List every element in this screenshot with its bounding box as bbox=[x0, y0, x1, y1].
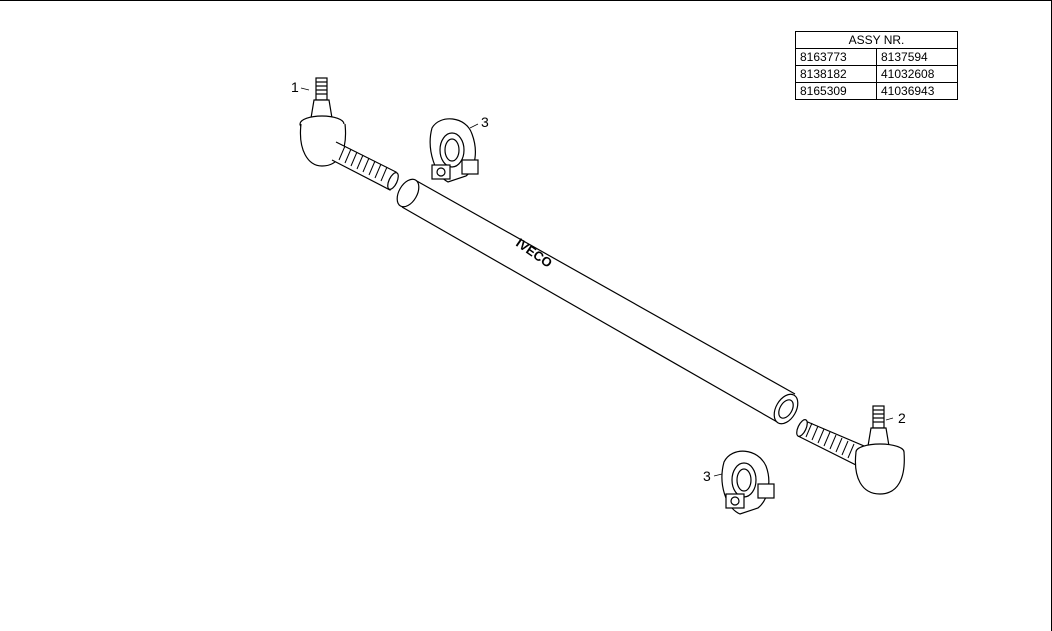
clamp-top bbox=[429, 118, 479, 183]
table-header: ASSY NR. bbox=[795, 31, 958, 49]
clamp-bottom bbox=[721, 450, 775, 515]
table-row: 8165309 41036943 bbox=[795, 82, 958, 100]
callout-part-1: 1 bbox=[291, 79, 299, 95]
table-cell: 41032608 bbox=[876, 65, 958, 83]
ball-joint-left bbox=[299, 77, 399, 191]
table-cell: 41036943 bbox=[876, 82, 958, 100]
table-row: 8163773 8137594 bbox=[795, 48, 958, 66]
callout-part-3-bottom: 3 bbox=[703, 468, 711, 484]
callout-part-2: 2 bbox=[898, 410, 906, 426]
table-cell: 8165309 bbox=[795, 82, 877, 100]
table-row: 8138182 41032608 bbox=[795, 65, 958, 83]
callout-part-3-top: 3 bbox=[481, 114, 489, 130]
table-cell: 8163773 bbox=[795, 48, 877, 66]
table-cell: 8137594 bbox=[876, 48, 958, 66]
ball-joint-right bbox=[796, 405, 905, 495]
brand-marking: IVECO bbox=[513, 235, 555, 270]
table-cell: 8138182 bbox=[795, 65, 877, 83]
assembly-number-table: ASSY NR. 8163773 8137594 8138182 4103260… bbox=[795, 31, 958, 100]
table-header-row: ASSY NR. bbox=[795, 31, 958, 49]
tie-rod-tube: IVECO bbox=[396, 178, 799, 425]
